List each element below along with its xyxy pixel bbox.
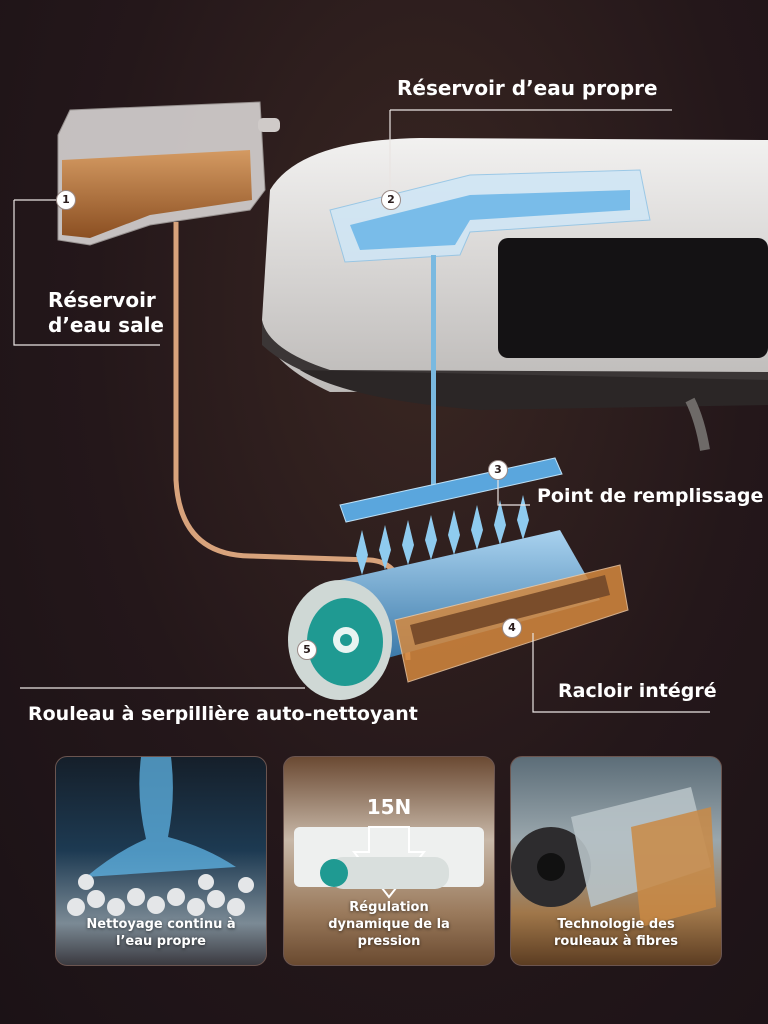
product-illustration: [13, 101, 768, 713]
dirty-tank-label-line2: d’eau sale: [48, 313, 164, 337]
clean-water-tube: [431, 255, 436, 485]
feature-card-clean-water: Nettoyage continu à l’eau propre: [55, 756, 267, 966]
feature-card-fiber-rollers: Technologie des rouleaux à fibres: [510, 756, 722, 966]
feature-card-pressure: 15N Régulation dynamique de la pression: [283, 756, 495, 966]
fill-bar: [339, 457, 563, 523]
badge-1: 1: [56, 190, 76, 210]
card-caption-line: dynamique de la: [328, 917, 450, 933]
pressure-value: 15N: [366, 795, 412, 819]
badge-4: 4: [502, 618, 522, 638]
badge-3: 3: [488, 460, 508, 480]
fiber-roller-illustration: [511, 787, 716, 927]
dirty-tank-label-line1: Réservoir: [48, 288, 156, 312]
badge-2: 2: [381, 190, 401, 210]
card-caption-line: Nettoyage continu à: [86, 917, 236, 933]
clean-tank-label: Réservoir d’eau propre: [397, 76, 658, 100]
card-caption-line: Régulation: [349, 900, 429, 916]
dirty-water-tank: [57, 101, 280, 246]
card-caption-pressure: Régulation dynamique de la pression: [284, 900, 494, 951]
dirty-tank-label: Réservoir d’eau sale: [48, 288, 164, 338]
card-caption-line: l’eau propre: [116, 934, 206, 950]
clean-water-tank: [329, 169, 651, 263]
water-drips: [356, 495, 529, 575]
card-caption-line: rouleaux à fibres: [553, 934, 678, 950]
mop-roller-label: Rouleau à serpillière auto-nettoyant: [28, 703, 418, 725]
clean-water-splash-illustration: [67, 757, 254, 916]
scraper-label: Racloir intégré: [558, 680, 717, 702]
card-caption-fiber-rollers: Technologie des rouleaux à fibres: [511, 917, 721, 951]
card-caption-line: Technologie des: [557, 917, 675, 933]
leader-lines: [13, 109, 710, 713]
card-caption-clean-water: Nettoyage continu à l’eau propre: [56, 917, 266, 951]
pressure-illustration: [294, 826, 484, 899]
fill-point-label: Point de remplissage: [537, 485, 764, 507]
card-caption-line: pression: [357, 934, 421, 950]
badge-5: 5: [297, 640, 317, 660]
